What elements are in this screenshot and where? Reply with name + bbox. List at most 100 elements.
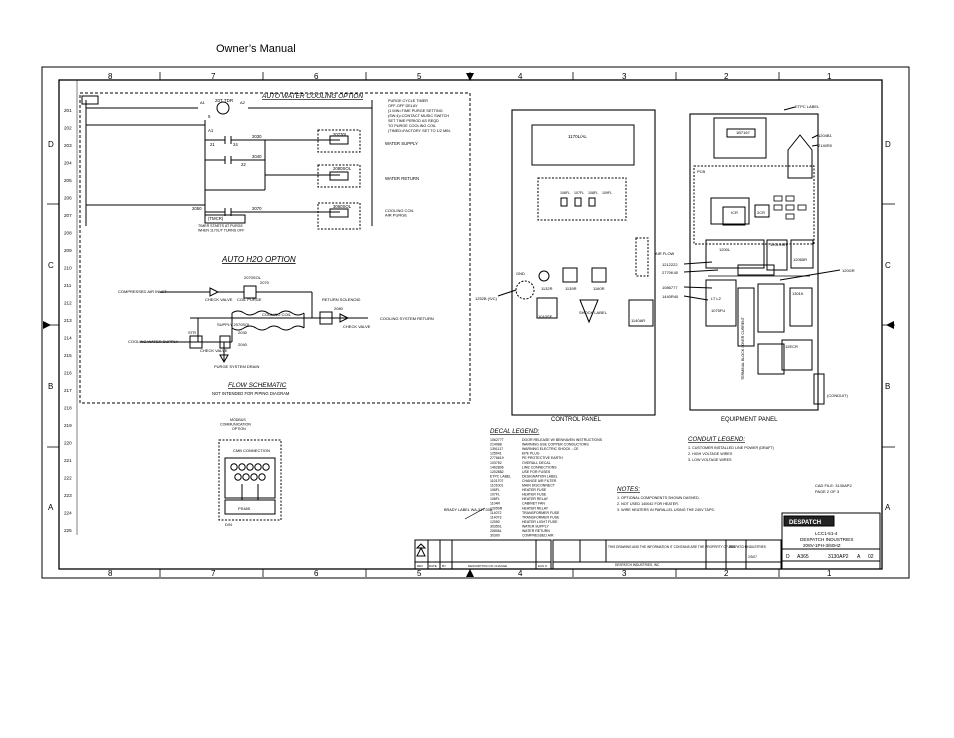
rung-number: 203 xyxy=(64,143,72,148)
air-flow-box xyxy=(635,237,649,277)
zone-col-label: 8 xyxy=(108,569,113,578)
decal-code: 114073 xyxy=(490,515,501,519)
rung-number: 201 xyxy=(64,108,72,113)
approved-company: DESPATCH INDUSTRIES, INC. xyxy=(615,563,660,567)
equip-tag: 2140R0 xyxy=(818,143,833,148)
rung-number: 216 xyxy=(64,371,72,376)
h2o-label: COOLING WATER SUPPLY xyxy=(128,339,178,344)
component-label: 1139R xyxy=(565,286,577,291)
note-item: 3. WIRE HEATERS IN PARALLEL USING THE 24… xyxy=(617,508,715,512)
zone-col-label: 3 xyxy=(622,569,627,578)
company-name: DESPATCH INDUSTRIES xyxy=(800,537,853,542)
equip-left-tag: 1212222 xyxy=(662,262,678,267)
zone-col-label: 1 xyxy=(827,569,832,578)
decal-description: MAIN DISCONNECT xyxy=(522,484,556,488)
decal-code: ETPC LABEL xyxy=(490,474,511,478)
display-label: 1170L/AL xyxy=(568,134,587,139)
rung-number: 206 xyxy=(64,196,72,201)
pcb-label: PCB xyxy=(697,169,706,174)
rung-number: 218 xyxy=(64,406,72,411)
decal-description: WATER RETURN xyxy=(522,529,550,533)
decal-description: USE FOR FUSES xyxy=(522,470,551,474)
rev-head: DESCRIPTION OF CHANGE xyxy=(468,564,507,568)
decal-description: HEATER FUSE xyxy=(522,493,547,497)
wire-label: 2040 xyxy=(252,154,262,159)
note-item: 1. OPTIONAL COMPONENTS SHOWN DASHED. xyxy=(617,496,700,500)
contact-label: 21 xyxy=(210,142,215,147)
center-marks xyxy=(43,73,894,577)
sheet-number: 3130AP2 xyxy=(828,554,849,560)
badge-label: SHOCK LABEL xyxy=(579,310,608,315)
decal-code: 1391117 xyxy=(490,447,503,451)
decal-code: 1202882 xyxy=(490,470,504,474)
terminal-block-label: TERMINAL BLOCK / OVER CURRENT xyxy=(741,316,745,380)
contact-label: 22 xyxy=(241,162,246,167)
decal-description: WARNING ELECTRIC SHOCK - CE xyxy=(522,447,579,451)
side-component xyxy=(628,299,654,327)
rung-number: 214 xyxy=(64,336,72,341)
valve-tag: 2080SOL xyxy=(333,166,352,171)
valve-tag: 3060SOL xyxy=(333,204,352,209)
fuse-label: 106FL xyxy=(560,191,570,195)
h2o-tag: 2070SOL xyxy=(244,275,262,280)
h2o-label: COOLING COIL xyxy=(262,312,292,317)
decal-description: PE PROTECTIVE EARTH xyxy=(522,456,563,460)
decal-description: OVERALL DECAL xyxy=(522,461,551,465)
control-light xyxy=(538,270,550,282)
zone-col-label: 1 xyxy=(827,72,832,81)
equip-tag: 120GR xyxy=(842,268,855,273)
component-label: 1140AR xyxy=(631,318,645,323)
equip-left-tag: 1086777 xyxy=(662,285,678,290)
rung-number: 219 xyxy=(64,423,72,428)
decal-code: 30350L xyxy=(490,524,502,528)
decal-code: 1462806 xyxy=(490,465,504,469)
decal-description: COMPRESSED AIR xyxy=(522,534,554,538)
modbus-connector: CMB CONNECTION xyxy=(233,448,270,453)
control-display xyxy=(531,124,635,166)
zone-col-label: 2 xyxy=(724,72,729,81)
wire-label: 2030 xyxy=(252,134,262,139)
decal-description: HEATER RELAY xyxy=(522,506,549,510)
decal-code: 103752 xyxy=(490,461,502,465)
zone-row-label: B xyxy=(48,382,53,391)
rung-number: 205 xyxy=(64,178,72,183)
decal-code: 20806L xyxy=(490,529,502,533)
decal-description: TRANSFORMER FUSE xyxy=(522,511,560,515)
rung-number: 224 xyxy=(64,511,72,516)
h2o-tag: 2070 xyxy=(260,280,270,285)
rung-number: 202 xyxy=(64,126,72,131)
rev-head: REV xyxy=(417,564,423,568)
zone-col-label: 6 xyxy=(314,569,319,578)
contact-label: 5 xyxy=(208,114,211,119)
h2o-label: COOLING SYSTEM RETURN xyxy=(380,316,434,321)
decal-description: EPE PLUG xyxy=(522,452,540,456)
control-switch xyxy=(562,267,578,283)
h2o-label: CHECK VALVE xyxy=(343,324,371,329)
zone-col-label: 4 xyxy=(518,72,523,81)
decal-code: 214088 xyxy=(490,443,502,447)
drawn-date: 2/3/07 xyxy=(748,555,757,559)
zone-row-label: C xyxy=(48,261,54,270)
contact-label: A2 xyxy=(240,100,246,105)
equipment-panel-label: EQUIPMENT PANEL xyxy=(721,417,778,423)
rung-number: 222 xyxy=(64,476,72,481)
shock-label-badge xyxy=(579,299,599,324)
wire-label: 2070 xyxy=(252,206,262,211)
valve-tag: 20730L xyxy=(333,132,348,137)
decal-code: 1101001 xyxy=(490,484,503,488)
fuse-label: 108FL xyxy=(588,191,598,195)
zone-col-label: 5 xyxy=(417,72,422,81)
equip-tag: 1201SSR xyxy=(770,242,787,247)
decal-description: HEATER RELAY xyxy=(522,497,549,501)
conduit-legend-item: 2. HIGH VOLTAGE WIRES xyxy=(688,452,733,456)
component-label: 1160R xyxy=(593,286,605,291)
drawn-by: JRW xyxy=(728,545,735,549)
spec-label: 208V-1PH-3/60HZ xyxy=(803,543,841,548)
decal-description: TRANSFORMER FUSE xyxy=(522,515,560,519)
company-logo-text: DESPATCH xyxy=(789,520,821,526)
h2o-label: CHECK VALVE xyxy=(205,297,233,302)
h2o-label: SUPPLY 2070SOL xyxy=(217,322,251,327)
relay-tdr-label: 20T TDR xyxy=(215,98,234,103)
